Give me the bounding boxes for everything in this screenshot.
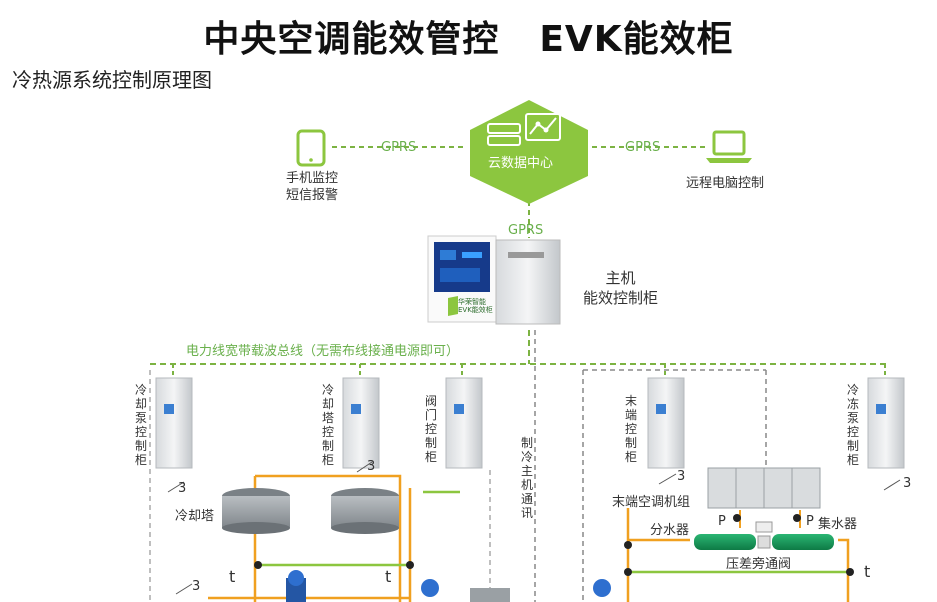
main-cabinet-label-line2: 能效控制柜 xyxy=(583,289,659,307)
cable-count-4: 3 xyxy=(903,476,912,491)
logo-shield-icon xyxy=(448,296,458,316)
gprs-label-left: GPRS xyxy=(381,140,417,155)
chiller-icon xyxy=(470,588,510,602)
pressure-sensor-right: P xyxy=(806,514,814,529)
cooling-tower-1 xyxy=(222,488,290,534)
chiller-comm-label: 制冷主机通讯 xyxy=(520,436,533,520)
cabinet-cooling-tower xyxy=(342,377,380,469)
cabinet-label-cooling-tower: 冷却塔控制柜 xyxy=(321,383,334,467)
main-cabinet-label-line1: 主机 xyxy=(605,269,636,287)
temp-sensor-1: t xyxy=(229,567,236,586)
cable-count-3: 3 xyxy=(677,469,686,484)
distributor-label: 分水器 xyxy=(650,523,690,538)
bus-label: 电力线宽带载波总线（无需布线接通电源即可） xyxy=(186,344,460,359)
gprs-label-right: GPRS xyxy=(625,140,661,155)
phone-label: 手机监控 短信报警 xyxy=(279,170,345,204)
cabinet-label-chilled-pump: 冷冻泵控制柜 xyxy=(846,383,859,467)
logo-sub: EVK能效柜 xyxy=(458,306,493,314)
cable-count-2: 3 xyxy=(367,459,376,474)
main-cabinet-label: 主机 能效控制柜 xyxy=(583,268,658,308)
cooling-tower-2 xyxy=(331,488,399,534)
water-distributor xyxy=(694,521,834,550)
terminal-ahu xyxy=(707,467,821,509)
cable-count-1: 3 xyxy=(178,481,187,496)
cabinet-label-terminal: 末端控制柜 xyxy=(624,394,637,464)
temp-sensor-2: t xyxy=(385,567,392,586)
bypass-label: 压差旁通阀 xyxy=(726,557,792,572)
logo-text: 华荣智能 xyxy=(458,298,486,306)
cabinet-label-valve: 阀门控制柜 xyxy=(424,394,437,464)
server-icon xyxy=(487,123,521,134)
pump-icon xyxy=(286,570,306,602)
flowmeter-icon xyxy=(421,579,611,597)
remote-label: 远程电脑控制 xyxy=(686,176,765,191)
ahu-label: 末端空调机组 xyxy=(612,495,691,510)
title-right: EVK能效柜 xyxy=(539,19,734,60)
title-left: 中央空调能效管控 xyxy=(203,19,500,60)
main-cabinet-logo: 华荣智能 EVK能效柜 xyxy=(458,298,493,314)
cabinet-label-cooling-pump: 冷却泵控制柜 xyxy=(134,383,147,467)
cabinet-chilled-pump xyxy=(867,377,905,469)
cabinet-valve xyxy=(445,377,483,469)
main-cabinet-screen xyxy=(434,242,490,292)
bypass-valve-icon xyxy=(755,521,773,533)
phone-icon xyxy=(296,129,326,167)
pressure-sensor-left: P xyxy=(718,514,726,529)
cloud-label: 云数据中心 xyxy=(488,156,554,171)
gprs-label-down: GPRS xyxy=(508,223,544,238)
temp-sensor-3: t xyxy=(864,562,871,581)
monitor-chart-icon xyxy=(525,113,561,141)
cooling-tower-label: 冷却塔 xyxy=(175,509,215,524)
collector-label: 集水器 xyxy=(818,517,858,532)
phone-label-line1: 手机监控 xyxy=(285,171,338,186)
cabinet-terminal xyxy=(647,377,685,469)
page-title: 中央空调能效管控 EVK能效柜 xyxy=(0,10,937,62)
cable-count-5: 3 xyxy=(192,579,201,594)
page-subtitle: 冷热源系统控制原理图 xyxy=(12,68,212,92)
phone-label-line2: 短信报警 xyxy=(285,188,338,203)
cabinet-cooling-pump xyxy=(155,377,193,469)
cloud-hexagon xyxy=(470,100,588,204)
laptop-icon xyxy=(712,130,746,156)
